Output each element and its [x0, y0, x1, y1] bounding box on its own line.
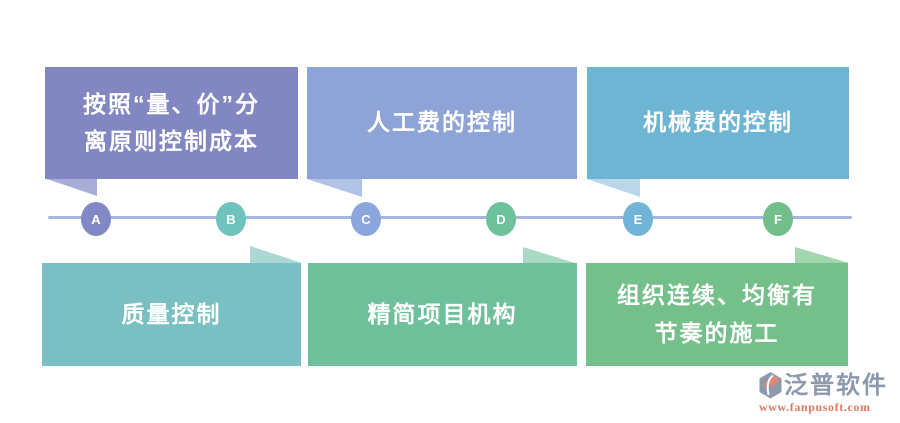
pointer-down-icon	[307, 179, 362, 197]
pointer-down-icon	[587, 179, 640, 197]
bottom-box-streamline-organization: 精简项目机构	[308, 263, 577, 366]
pointer-up-icon	[523, 247, 575, 263]
watermark: 泛普软件 www.fanpusoft.com	[759, 372, 888, 415]
timeline-node-f: F	[763, 202, 793, 236]
timeline-line	[48, 216, 852, 219]
pointer-up-icon	[250, 246, 302, 263]
bottom-box-quality-control: 质量控制	[42, 263, 301, 366]
timeline-node-b: B	[216, 202, 246, 236]
watermark-brand: 泛普软件	[784, 372, 888, 399]
timeline-node-c: C	[351, 202, 381, 236]
timeline-node-a: A	[81, 202, 111, 236]
fanpu-logo-icon	[759, 372, 782, 399]
pointer-up-icon	[795, 247, 849, 263]
top-box-machinery-cost-control: 机械费的控制	[587, 67, 849, 179]
timeline-node-d: D	[486, 202, 516, 236]
pointer-down-icon	[47, 179, 97, 196]
timeline-node-e: E	[623, 202, 653, 236]
bottom-box-continuous-construction: 组织连续、均衡有 节奏的施工	[586, 263, 848, 366]
top-box-cost-separation: 按照“量、价”分 离原则控制成本	[45, 67, 298, 179]
watermark-url: www.fanpusoft.com	[759, 400, 871, 414]
top-box-labor-cost-control: 人工费的控制	[307, 67, 577, 179]
